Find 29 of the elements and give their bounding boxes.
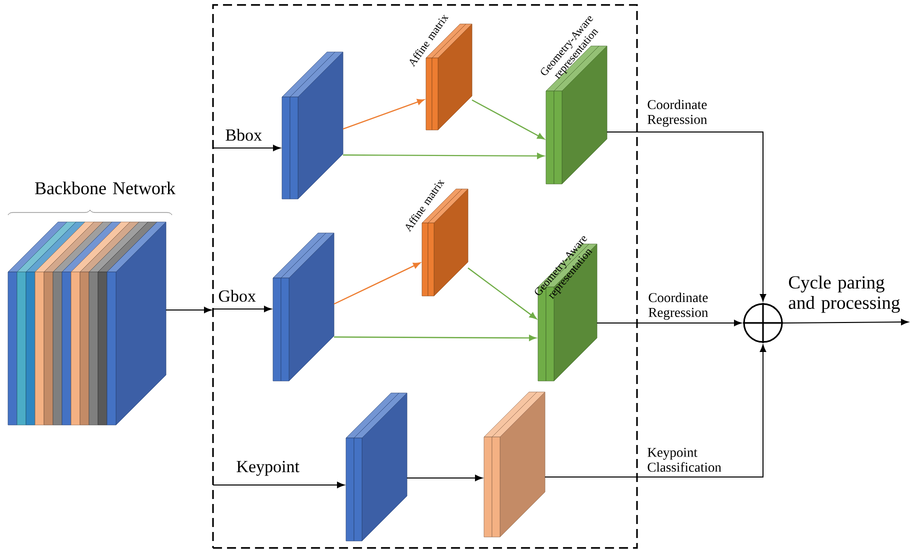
edge-label: Coordinate Regression [648,292,708,320]
arrow [334,334,536,341]
feature-map-drawing [484,392,546,538]
edge-label: Cycle paring and processing [788,276,900,313]
arrow [343,152,544,159]
arrow [212,482,345,488]
arrow [782,318,909,326]
arrow [166,306,212,314]
feature-map-drawing [346,392,408,542]
arrow [212,144,281,152]
arrow [406,474,483,482]
feature-map-drawing [272,232,334,382]
edge-label: Coordinate Regression [648,100,707,127]
arrow [606,131,766,302]
arrow [472,99,544,140]
arrow [596,320,742,326]
arrow [468,268,537,320]
edge-label: Keypoint [236,460,300,476]
feature-map-drawing [282,52,344,200]
block-label: Backbone Network [35,182,176,194]
edge-label: Gbox [218,290,256,302]
arrow [342,98,424,130]
edge-label: Keypoint Classification [648,448,722,472]
arrow [334,262,420,305]
dashed-frame [212,4,638,549]
arrow [212,306,272,312]
arrow [544,344,766,478]
sum-symbol [742,302,784,344]
edge-label: Bbox [226,128,262,141]
